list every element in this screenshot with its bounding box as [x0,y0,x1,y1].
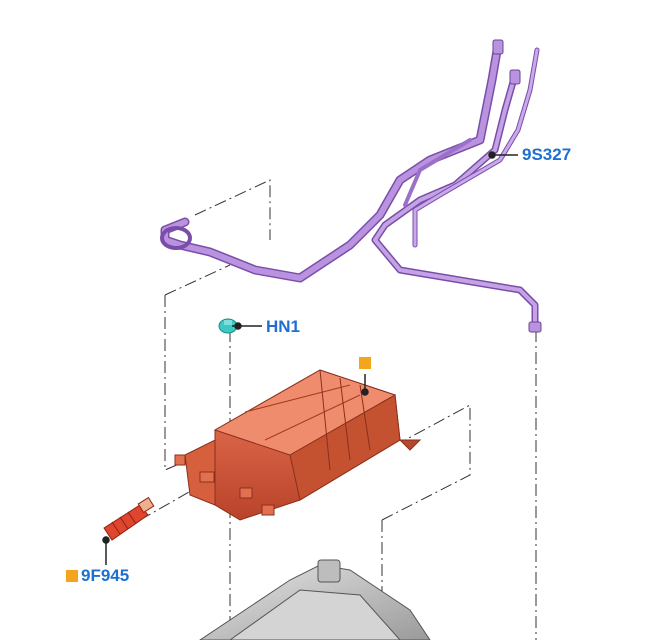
vapor-tube-assembly[interactable] [160,39,542,333]
callout-connector-label: 9F945 [81,566,130,585]
fuel-tank-partial [199,559,431,640]
hose-connector[interactable] [103,496,155,541]
callout-connector[interactable]: 9F945 [66,566,129,586]
vapor-tube-main [160,40,503,283]
evap-canister[interactable] [174,369,422,521]
callout-vapor-tube-label: 9S327 [522,145,572,164]
callout-clip[interactable]: HN1 [266,317,300,337]
connector-marker [66,570,78,582]
leader-lines [102,151,518,565]
callout-clip-label: HN1 [266,317,301,336]
canister-marker[interactable] [359,357,371,369]
callout-vapor-tube[interactable]: 9S327 [522,145,571,165]
